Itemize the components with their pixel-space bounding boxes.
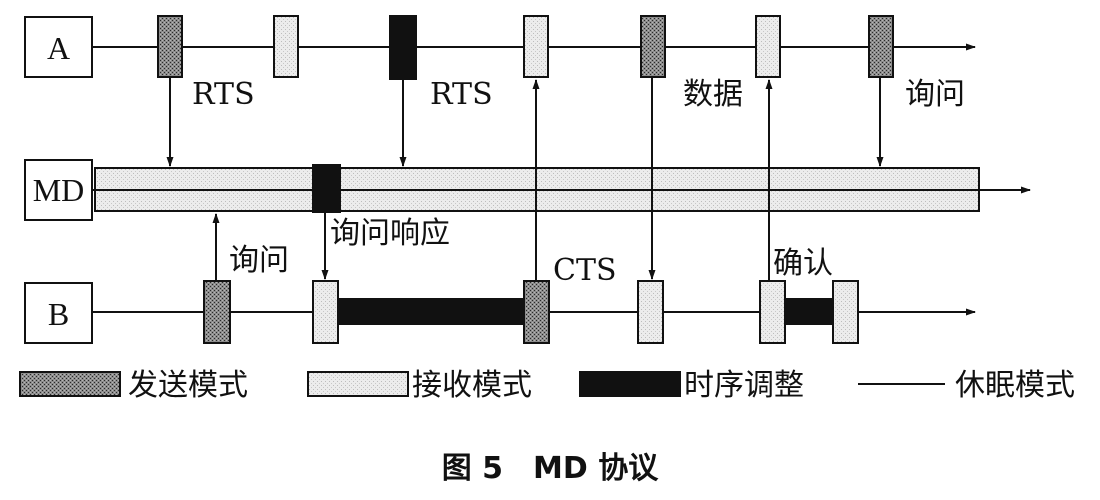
label-data: 数据 bbox=[683, 77, 743, 112]
legend-timing-swatch bbox=[579, 371, 681, 397]
md-timing-block bbox=[312, 164, 341, 213]
b-timing-bar-1 bbox=[337, 298, 525, 325]
message-arrows bbox=[166, 78, 884, 280]
node-md-label: MD bbox=[33, 172, 85, 208]
legend-timing-label: 时序调整 bbox=[684, 368, 804, 403]
b-receive-block-2 bbox=[637, 280, 664, 344]
label-confirm: 确认 bbox=[773, 246, 833, 281]
a-receive-block-3 bbox=[755, 15, 781, 78]
b-receive-block-3 bbox=[759, 280, 786, 344]
legend-send-swatch bbox=[19, 371, 121, 397]
label-rts-2: RTS bbox=[430, 77, 493, 112]
legend-receive-label: 接收模式 bbox=[412, 368, 532, 403]
legend-send-label: 发送模式 bbox=[128, 368, 248, 403]
b-timing-bar-2 bbox=[784, 298, 834, 325]
label-cts: CTS bbox=[553, 253, 617, 288]
node-b-label: B bbox=[48, 296, 69, 332]
legend: 发送模式 接收模式 时序调整 休眠模式 bbox=[19, 368, 1075, 403]
legend-receive-swatch bbox=[307, 371, 409, 397]
figure-caption: 图 5 MD 协议 bbox=[442, 451, 660, 486]
timeline-a: A bbox=[24, 15, 976, 80]
node-a-label: A bbox=[47, 30, 70, 66]
timeline-md: MD bbox=[24, 159, 1031, 221]
label-query-b: 询问 bbox=[229, 243, 289, 278]
a-receive-block-2 bbox=[523, 15, 549, 78]
b-send-block-2 bbox=[523, 280, 550, 344]
node-b-box bbox=[24, 282, 93, 344]
b-send-block-1 bbox=[203, 280, 231, 344]
a-send-block-2 bbox=[640, 15, 666, 78]
b-receive-block-1 bbox=[312, 280, 339, 344]
a-receive-block-1 bbox=[273, 15, 299, 78]
node-md-box bbox=[24, 159, 93, 221]
timeline-b: B bbox=[24, 280, 976, 344]
legend-sleep-label: 休眠模式 bbox=[955, 368, 1075, 403]
label-query-response: 询问响应 bbox=[330, 216, 450, 251]
node-a-box bbox=[24, 16, 93, 78]
a-timing-block bbox=[389, 15, 417, 80]
label-query-a: 询问 bbox=[905, 77, 965, 112]
b-receive-block-4 bbox=[832, 280, 859, 344]
label-rts-1: RTS bbox=[192, 77, 255, 112]
a-send-block-1 bbox=[157, 15, 183, 78]
message-labels: RTS RTS 数据 询问 询问 询问响应 CTS 确认 bbox=[192, 77, 965, 288]
a-send-block-3 bbox=[868, 15, 894, 78]
